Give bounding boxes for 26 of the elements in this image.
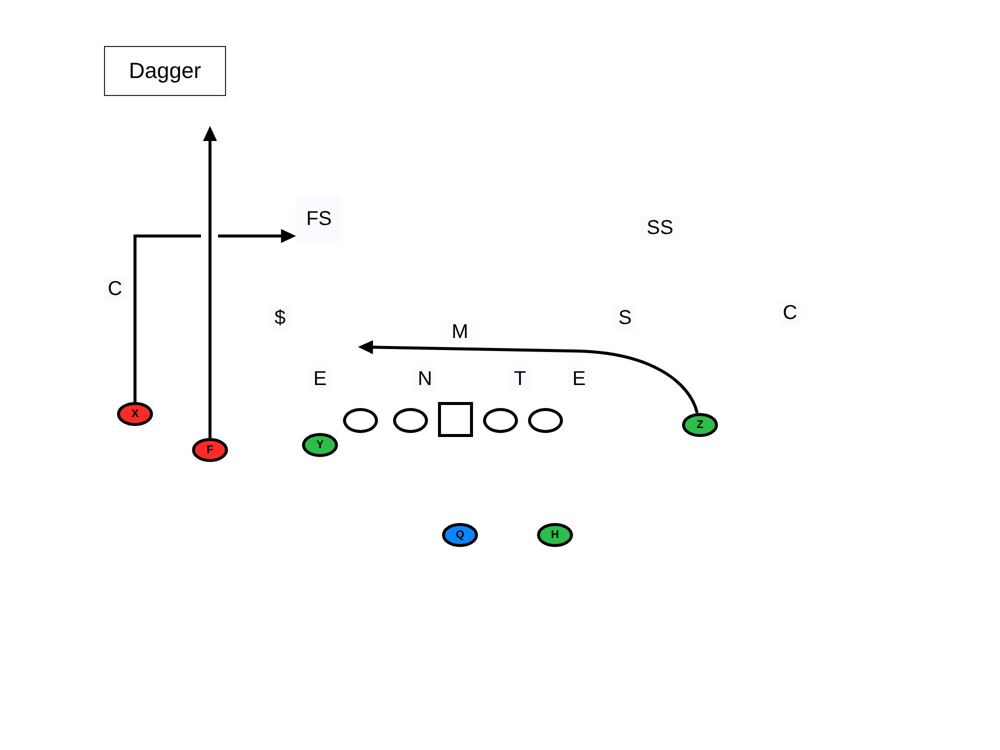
route-arrow bbox=[358, 340, 699, 414]
lineman-oval bbox=[393, 408, 428, 433]
play-name-box: Dagger bbox=[104, 46, 226, 96]
position-label: E bbox=[309, 367, 331, 391]
position-label: E bbox=[568, 367, 590, 391]
position-label: N bbox=[414, 367, 436, 391]
position-label: T bbox=[509, 367, 531, 391]
position-label: S bbox=[614, 306, 636, 330]
route-arrow bbox=[134, 229, 296, 402]
position-label: C bbox=[779, 301, 801, 325]
player-marker: X bbox=[117, 402, 153, 426]
lineman-oval bbox=[343, 408, 378, 433]
position-label: $ bbox=[270, 306, 290, 330]
player-marker: F bbox=[192, 438, 228, 462]
position-label: SS bbox=[641, 216, 679, 240]
route-arrow bbox=[203, 126, 217, 438]
position-label: M bbox=[447, 320, 473, 344]
position-label: FS bbox=[296, 196, 342, 242]
center-square bbox=[438, 402, 473, 437]
player-marker: Q bbox=[442, 523, 478, 547]
player-marker: Y bbox=[302, 433, 338, 457]
lineman-oval bbox=[483, 408, 518, 433]
player-marker: H bbox=[537, 523, 573, 547]
position-label: C bbox=[104, 277, 126, 301]
lineman-oval bbox=[528, 408, 563, 433]
player-marker: Z bbox=[682, 413, 718, 437]
